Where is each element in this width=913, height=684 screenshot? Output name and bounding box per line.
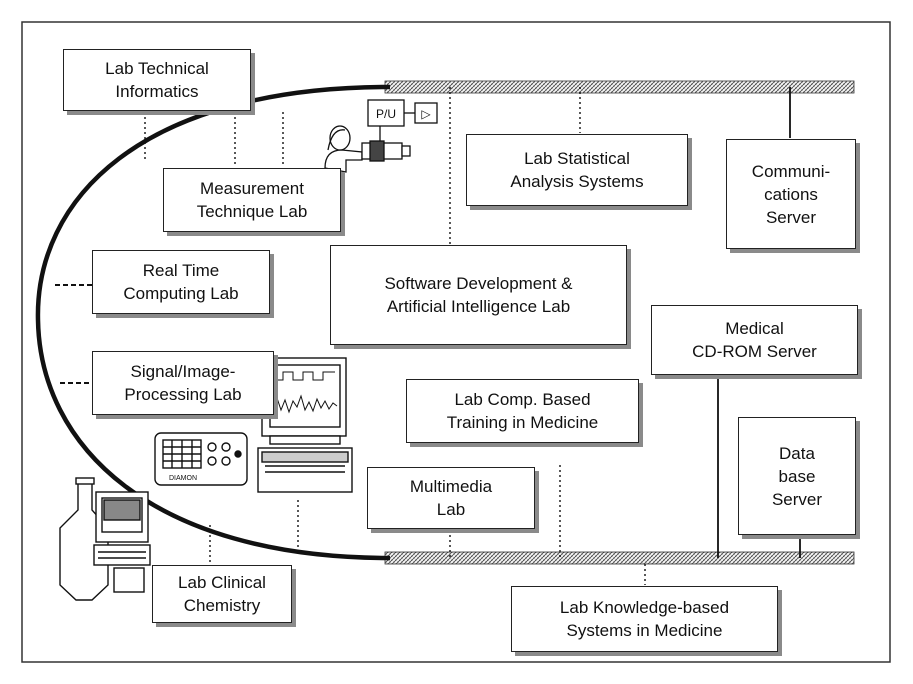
real-time-computing-lab: Real Time Computing Lab (92, 250, 270, 314)
outer-frame (21, 21, 891, 663)
solid-connectors (717, 87, 801, 558)
communications-server: Communi- cations Server (726, 139, 856, 249)
lab-knowledge-based-systems: Lab Knowledge-based Systems in Medicine (511, 586, 778, 652)
network-backbone-ring (35, 84, 391, 561)
amplifier-label: ▷ (421, 107, 431, 121)
dotted-connectors (144, 87, 646, 585)
medical-cdrom-server: Medical CD-ROM Server (651, 305, 858, 375)
lab-technical-informatics: Lab Technical Informatics (63, 49, 251, 111)
lab-clinical-chemistry: Lab Clinical Chemistry (152, 565, 292, 623)
lab-statistical-analysis: Lab Statistical Analysis Systems (466, 134, 688, 206)
measurement-technique-lab: Measurement Technique Lab (163, 168, 341, 232)
lab-analyzer-icon: DIAMON (154, 432, 248, 486)
signal-monitor-icon (257, 357, 353, 493)
network-bus-bottom (384, 551, 855, 565)
measurement-equipment-icon: P/U ▷ (361, 99, 438, 162)
database-server: Data base Server (738, 417, 856, 535)
software-development-ai-lab: Software Development & Artificial Intell… (330, 245, 627, 345)
signal-image-processing-lab: Signal/Image- Processing Lab (92, 351, 274, 415)
network-bus-top (384, 80, 855, 94)
measurement-person-icon (324, 125, 363, 173)
multimedia-lab: Multimedia Lab (367, 467, 535, 529)
lab-computer-based-training: Lab Comp. Based Training in Medicine (406, 379, 639, 443)
analyzer-brand-label: DIAMON (169, 475, 197, 482)
dashed-connectors (55, 284, 92, 384)
pu-label: P/U (376, 107, 396, 121)
chemistry-lab-icon (59, 477, 151, 601)
